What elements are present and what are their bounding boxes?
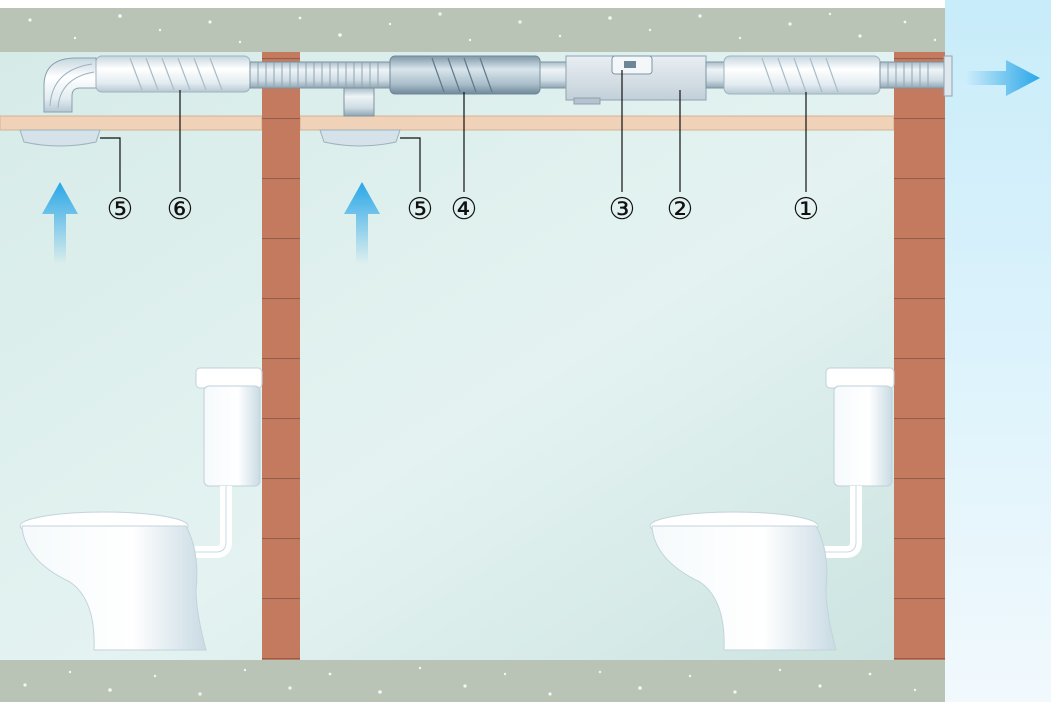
callout-1: ① [792,192,820,227]
airflow-up-arrow-right [344,182,380,264]
exterior-sky [945,0,1051,702]
callout-6: ⑥ [166,192,194,227]
callout-2: ② [666,192,694,227]
airflow-up-arrow-left [42,182,78,264]
airflow-out-arrow [966,60,1040,96]
callout-5-right: ⑤ [406,192,434,227]
brick-wall-middle [262,52,300,660]
callout-5-left: ⑤ [106,192,134,227]
ceiling-diffuser-right [319,129,401,147]
callout-3: ③ [608,192,636,227]
ceiling-slab [0,8,945,52]
brick-wall-exterior [894,52,945,660]
ceiling-board-right [299,115,895,131]
toilet-right [649,367,895,651]
ceiling-diffuser-left [19,129,101,147]
duct-system [43,55,953,117]
ceiling-board-left [0,115,263,131]
leader-lines [100,70,807,192]
floor-slab [0,660,945,702]
callout-4: ④ [450,192,478,227]
toilet-left [19,367,263,651]
